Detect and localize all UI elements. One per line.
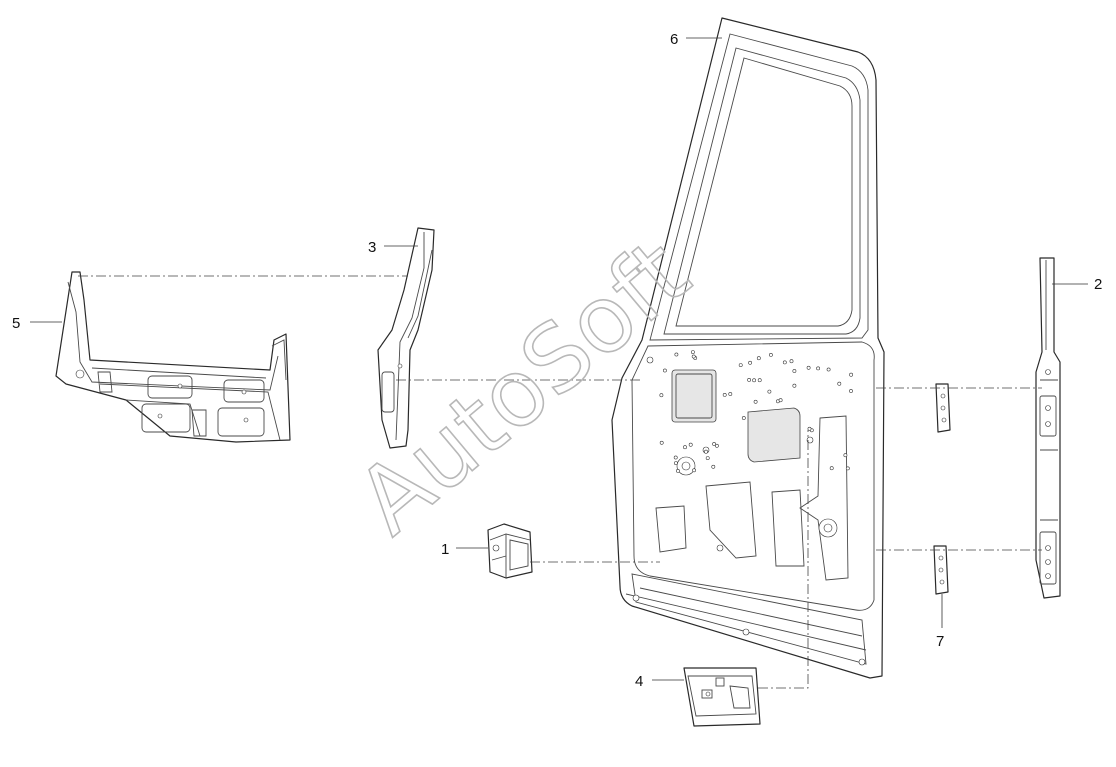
punch-hole xyxy=(778,398,783,403)
callout-2: 2 xyxy=(1094,276,1102,293)
callout-6: 6 xyxy=(670,31,678,48)
punch-hole xyxy=(691,350,695,355)
punch-hole xyxy=(849,372,854,377)
punch-hole xyxy=(728,392,733,396)
part-2-hinge-pillar[interactable] xyxy=(1035,257,1061,599)
punch-hole xyxy=(792,369,797,373)
punch-hole xyxy=(782,360,787,365)
punch-hole xyxy=(704,449,708,454)
callout-1: 1 xyxy=(441,541,449,558)
punch-hole xyxy=(806,365,811,370)
punch-hole xyxy=(816,366,821,371)
punch-hole xyxy=(711,464,716,469)
part-1-hinge-bracket[interactable] xyxy=(487,523,533,579)
punch-hole xyxy=(692,468,697,473)
punch-hole xyxy=(752,378,757,383)
punch-hole xyxy=(663,368,667,373)
punch-hole xyxy=(741,416,746,420)
punch-hole xyxy=(738,363,743,368)
callout-labels: 6 2 3 5 1 4 7 xyxy=(12,31,1102,690)
punch-hole xyxy=(829,466,834,471)
part-6-door-shell[interactable] xyxy=(611,17,885,679)
punch-hole xyxy=(792,383,797,388)
punch-hole xyxy=(807,426,812,431)
punch-hole xyxy=(748,360,753,365)
callout-5: 5 xyxy=(12,315,20,332)
part-3-pillar-reinforcement[interactable] xyxy=(377,227,435,449)
callout-leaders xyxy=(30,37,1088,681)
punch-hole xyxy=(674,352,679,357)
punch-hole xyxy=(843,453,848,458)
punch-hole xyxy=(683,445,687,450)
punch-hole xyxy=(753,399,758,404)
punch-hole xyxy=(673,455,678,460)
punch-hole xyxy=(757,378,762,383)
punch-hole xyxy=(789,359,794,364)
punch-hole xyxy=(837,381,842,386)
punch-hole xyxy=(688,442,693,447)
punch-hole xyxy=(845,466,850,471)
punch-hole xyxy=(849,389,853,393)
punch-hole xyxy=(722,392,727,397)
part-4-corner-plate[interactable] xyxy=(683,667,761,727)
punch-hole xyxy=(747,377,752,382)
door-punch-holes xyxy=(659,350,854,473)
callout-7: 7 xyxy=(936,633,944,650)
punch-hole xyxy=(676,468,680,473)
punch-hole xyxy=(769,352,773,357)
punch-hole xyxy=(659,440,664,445)
punch-hole xyxy=(756,356,761,361)
part-7-hinge-plate-upper[interactable] xyxy=(935,383,951,433)
punch-hole xyxy=(705,456,710,461)
callout-4: 4 xyxy=(635,673,643,690)
punch-hole xyxy=(715,443,719,448)
punch-hole xyxy=(674,461,678,466)
assembly-centerlines xyxy=(78,275,1042,689)
punch-hole xyxy=(691,354,696,359)
callout-3: 3 xyxy=(368,239,376,256)
punch-hole xyxy=(826,367,831,372)
punch-hole xyxy=(712,442,717,446)
part-7-hinge-plate-lower[interactable] xyxy=(933,545,949,595)
punch-hole xyxy=(659,393,664,398)
part-5-inner-reinforcement[interactable] xyxy=(55,271,291,443)
punch-hole xyxy=(767,389,772,394)
